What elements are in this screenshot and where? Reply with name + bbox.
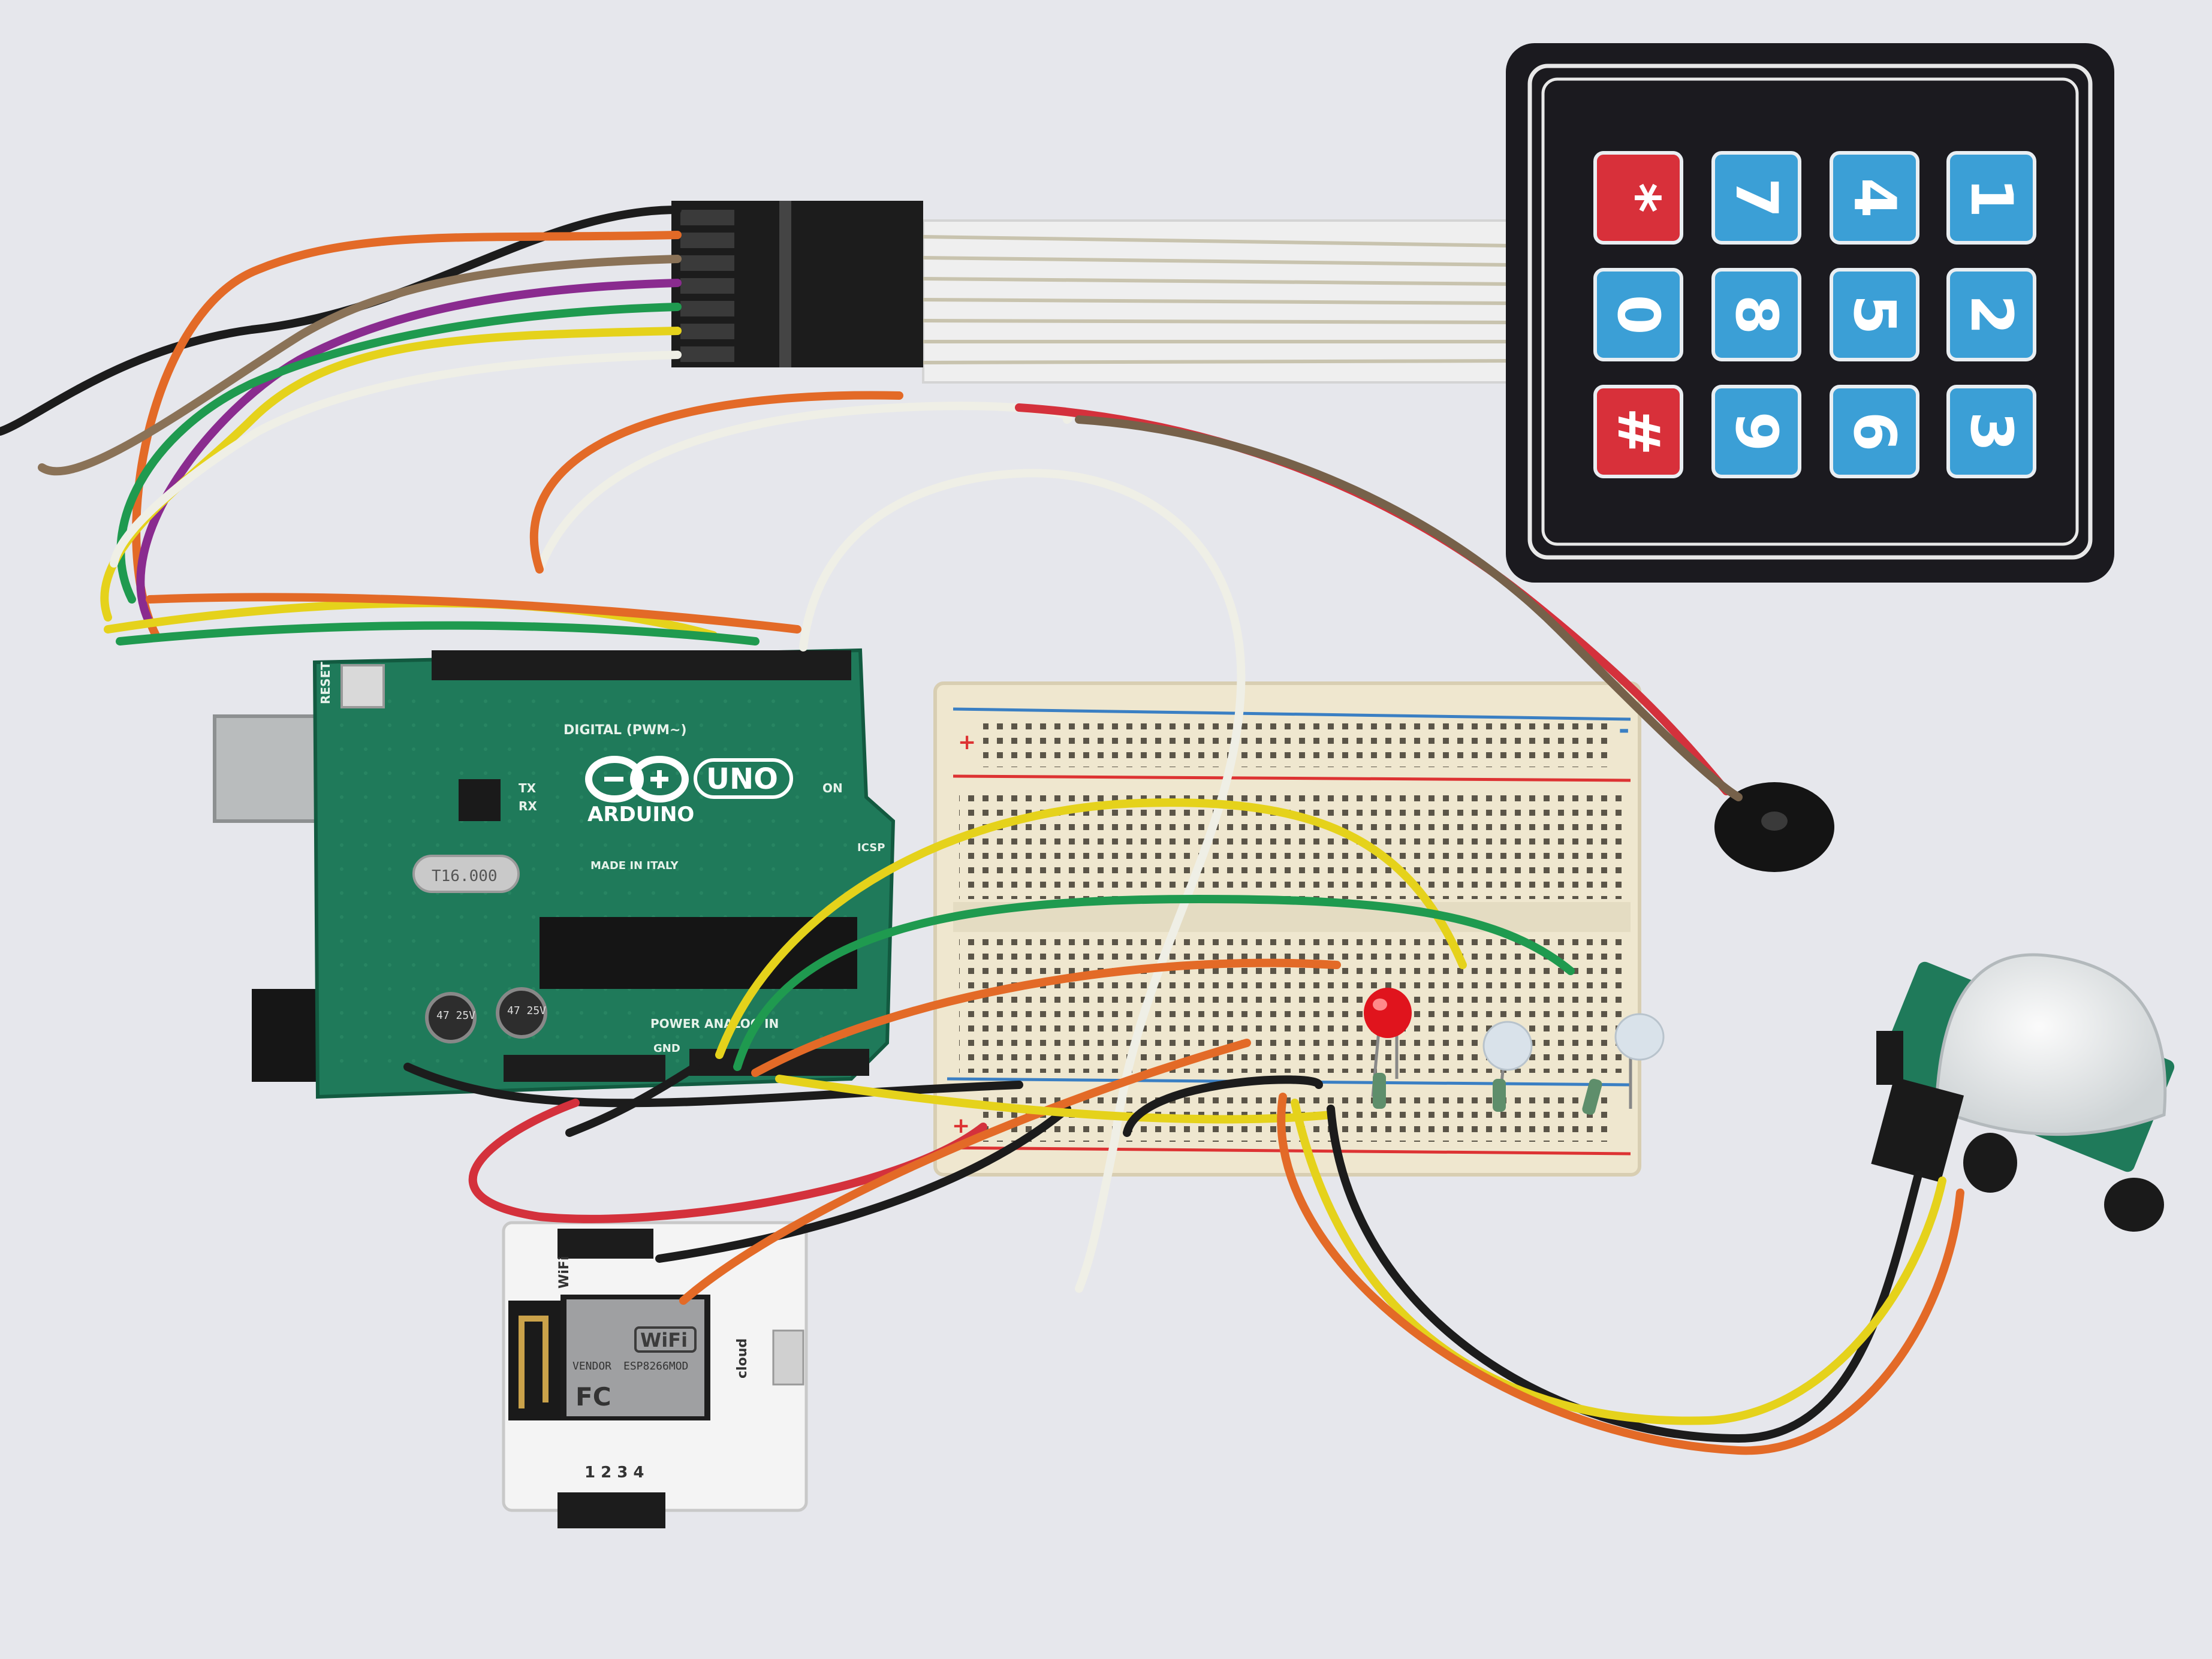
esp-model-label: ESP8266MOD (623, 1360, 688, 1373)
capacitor-2 (496, 987, 547, 1039)
key-label: 2 (1958, 295, 2025, 335)
arduino-brand: ARDUINO (587, 803, 694, 827)
reset-button[interactable] (340, 664, 385, 708)
esp-wifi-side-label: WiFi (557, 1256, 572, 1289)
key-label: * (1605, 183, 1672, 213)
pir-dome (1934, 953, 2167, 1136)
rail-plus-label: + (958, 730, 976, 755)
key-label: 3 (1958, 412, 2025, 452)
ribbon-connector (671, 201, 923, 367)
jumper-wires (0, 206, 1964, 1455)
key-label: 7 (1723, 178, 1790, 218)
key-5[interactable] (1830, 268, 1919, 361)
crystal-label: T16.000 (432, 867, 498, 885)
crystal (412, 855, 520, 893)
key-hash[interactable] (1593, 385, 1683, 478)
led-red (1364, 988, 1412, 1097)
cap1-label: 47 25V (436, 1009, 475, 1022)
icsp-label: ICSP (857, 841, 885, 854)
digital-header (432, 650, 851, 680)
key-3[interactable] (1946, 385, 2036, 478)
esp-vendor-label: VENDOR (572, 1360, 611, 1373)
key-6[interactable] (1830, 385, 1919, 478)
resistors (1373, 1073, 1602, 1115)
rail-minus-label: - (1619, 714, 1629, 745)
key-2[interactable] (1946, 268, 2036, 361)
key-7[interactable] (1711, 151, 1801, 245)
key-9[interactable] (1711, 385, 1801, 478)
key-label: 8 (1723, 295, 1790, 335)
buzzer (1714, 782, 1834, 872)
made-in-label: MADE IN ITALY (590, 859, 679, 872)
power-label: POWER (650, 1016, 700, 1031)
key-star[interactable] (1593, 151, 1683, 245)
key-label: 0 (1605, 295, 1672, 335)
tx-label: TX (519, 781, 537, 795)
led-clear-2 (1614, 1013, 1665, 1109)
esp-wifi-label: WiFi (640, 1329, 688, 1352)
key-label: 6 (1841, 412, 1908, 452)
key-label: # (1605, 408, 1672, 456)
reset-label: RESET (318, 662, 333, 704)
key-label: 9 (1723, 412, 1790, 452)
key-0[interactable] (1593, 268, 1683, 361)
esp8266-module: WiFi VENDOR ESP8266MOD FC WiFi cloud 1 2… (502, 1221, 808, 1528)
capacitor-1 (425, 992, 477, 1043)
arduino-logo-icon (585, 756, 689, 803)
key-label: 4 (1841, 178, 1908, 218)
key-1[interactable] (1946, 151, 2036, 245)
on-label: ON (822, 781, 843, 795)
key-4[interactable] (1830, 151, 1919, 245)
arduino-uno: T16.000 47 25V 47 25V RESET UNO ARDUINO … (213, 648, 896, 1099)
arduino-model: UNO (706, 762, 778, 796)
gnd-label: GND (653, 1042, 680, 1055)
power-header (504, 1055, 665, 1082)
esp-fcc-label: FC (575, 1382, 611, 1411)
keypad-keys: * 7 4 1 0 8 5 2 #9 6 3 (1593, 151, 2036, 478)
cap2-label: 47 25V (507, 1005, 546, 1017)
rx-label: RX (519, 799, 537, 813)
key-label: 1 (1958, 178, 2025, 218)
analog-label: ANALOG IN (704, 1016, 779, 1031)
pir-sensor (1871, 953, 2175, 1232)
key-8[interactable] (1711, 268, 1801, 361)
membrane-keypad: * 7 4 1 0 8 5 2 #9 6 3 (922, 43, 2114, 583)
digital-label: DIGITAL (PWM~) (563, 723, 687, 738)
esp-cloud-label: cloud (735, 1338, 750, 1379)
esp-pins-label: 1 2 3 4 (584, 1464, 644, 1482)
key-label: 5 (1841, 295, 1908, 335)
breadboard: + - + (933, 681, 1641, 1177)
